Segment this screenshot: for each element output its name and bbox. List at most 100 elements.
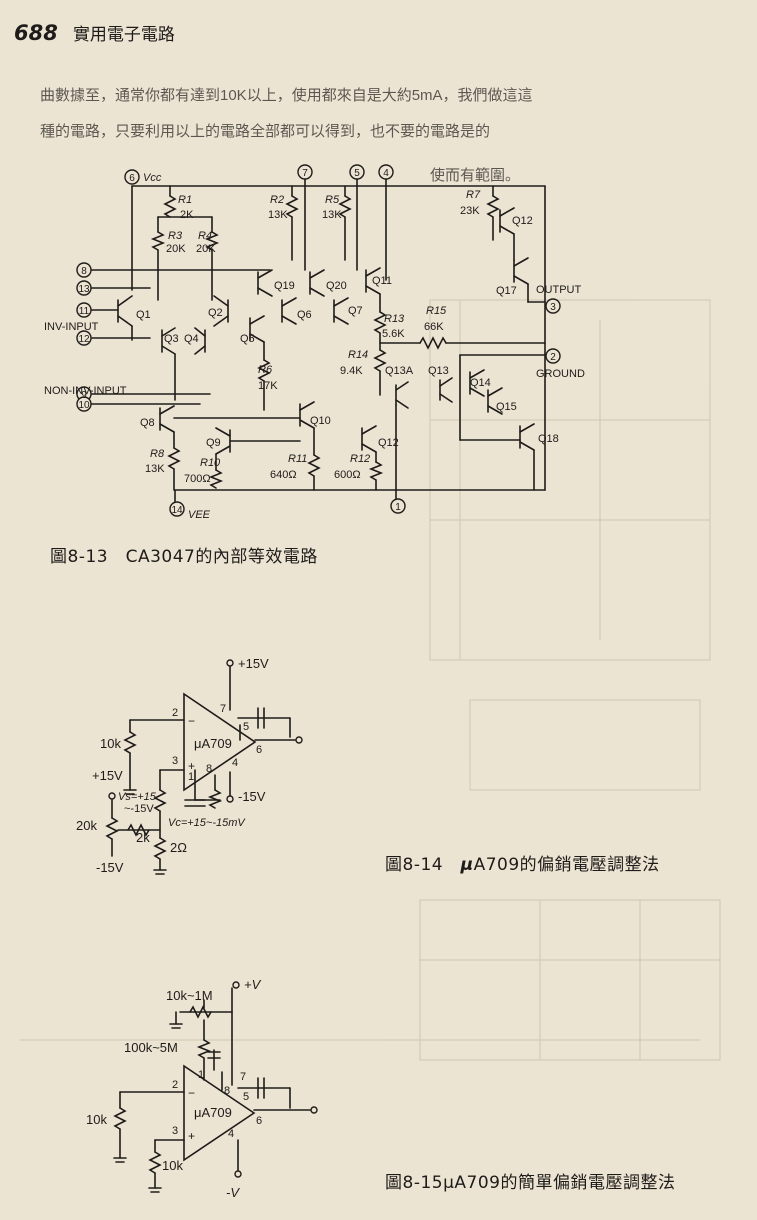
r2-value: 13K: [268, 209, 288, 221]
vplus-label: +V: [244, 977, 262, 992]
pin8-label: 8: [206, 763, 212, 775]
r8-value: 13K: [145, 463, 165, 475]
pin-7-label: 7: [302, 168, 308, 179]
r11-value: 640Ω: [270, 469, 297, 481]
q6-label: Q6: [297, 309, 312, 321]
r10-value: 700Ω: [184, 473, 211, 485]
q12-top-label: Q12: [512, 215, 533, 227]
r5-value: 13K: [322, 209, 342, 221]
r4-value: 20K: [196, 243, 216, 255]
vs-label: Vs=+15: [118, 791, 157, 803]
minus15-pin4-label: -15V: [238, 789, 266, 804]
r3-label: R3: [168, 230, 183, 242]
r7-value: 23K: [460, 205, 480, 217]
r2ohm-label: 2Ω: [170, 840, 187, 855]
r14-value: 9.4K: [340, 365, 363, 377]
pin-3-label: 3: [550, 302, 556, 313]
pin5-b-label: 5: [243, 1091, 249, 1103]
plus15-top-label: +15V: [238, 656, 269, 671]
q12-bottom-label: Q12: [378, 437, 399, 449]
inv-input-label: INV-INPUT: [44, 321, 99, 333]
figure-8-14-prefix: 圖8-14: [385, 855, 461, 875]
figure-8-14-caption: 圖8-14 μA709的偏銷電壓調整法: [385, 850, 660, 875]
pin-13-label: 13: [78, 284, 90, 295]
non-inv-input-label: NON-INV-INPUT: [44, 385, 127, 397]
r14-label: R14: [348, 349, 368, 361]
r10-label: R10: [200, 457, 221, 469]
page-header: 688 實用電子電路: [14, 20, 175, 45]
pin3-b-label: 3: [172, 1125, 178, 1137]
r12-value: 600Ω: [334, 469, 361, 481]
pin1-label: 1: [188, 771, 194, 783]
pin7-label: 7: [220, 703, 226, 715]
output-label: OUTPUT: [536, 284, 582, 296]
pin-5-label: 5: [354, 168, 360, 179]
r20k-label: 20k: [76, 818, 97, 833]
ua709-b-label: μA709: [194, 1105, 232, 1120]
r13-label: R13: [384, 313, 405, 325]
plus-sign-b: +: [188, 1129, 195, 1143]
q9-label: Q9: [206, 437, 221, 449]
r4-label: R4: [198, 230, 212, 242]
r7-label: R7: [466, 189, 481, 201]
q11-label: Q11: [372, 275, 392, 287]
pin7-b-label: 7: [240, 1071, 246, 1083]
q17-label: Q17: [496, 285, 517, 297]
pin6-label: 6: [256, 744, 262, 756]
plus-sign: +: [188, 759, 195, 773]
q19-label: Q19: [274, 280, 295, 292]
r11-label: R11: [288, 453, 307, 465]
pin4-label: 4: [232, 757, 238, 769]
pot-range-label: 10k~1M: [166, 988, 213, 1003]
r6-value: 17K: [258, 380, 278, 392]
q18-label: Q18: [538, 433, 559, 445]
pin-2-label: 2: [550, 352, 556, 363]
r10k-label: 10k: [100, 736, 121, 751]
q13-label: Q13: [428, 365, 449, 377]
q7-label: Q7: [348, 305, 363, 317]
q15-label: Q15: [496, 401, 517, 413]
pin-1-label: 1: [395, 502, 401, 513]
q2-label: Q2: [208, 307, 223, 319]
vminus-label: -V: [226, 1185, 240, 1200]
q20-label: Q20: [326, 280, 347, 292]
r1-label: R1: [178, 194, 192, 206]
q8-label: Q8: [140, 417, 155, 429]
pin8-b-label: 8: [224, 1085, 230, 1097]
r13-value: 5.6K: [382, 328, 405, 340]
q1-label: Q1: [136, 309, 151, 321]
plus15-pot-label: +15V: [92, 768, 123, 783]
r8-label: R8: [150, 448, 165, 460]
pin-12-label: 12: [78, 334, 90, 345]
pin-4-label: 4: [383, 168, 389, 179]
ground-label: GROUND: [536, 368, 585, 380]
figure-8-13-caption: 圖8-13 CA3047的內部等效電路: [50, 547, 318, 567]
pin2-b-label: 2: [172, 1079, 178, 1091]
figure-8-14-rest: A709的偏銷電壓調整法: [473, 855, 660, 875]
pin-6-label: 6: [129, 173, 135, 184]
r12-label: R12: [350, 453, 370, 465]
r6-label: R6: [258, 364, 273, 376]
r15-value: 66K: [424, 321, 444, 333]
pin5-label: 5: [243, 721, 249, 733]
minus-sign-b: −: [188, 1086, 195, 1100]
pin4-b-label: 4: [228, 1128, 234, 1140]
pin-11-label: 11: [79, 306, 90, 317]
r2k-label: 2k: [136, 830, 150, 845]
r5-label: R5: [325, 194, 340, 206]
q14-label: Q14: [470, 377, 491, 389]
pin1-b-label: 1: [198, 1069, 204, 1081]
vs-range-label: ~-15V: [124, 803, 154, 815]
ua709-label: μA709: [194, 736, 232, 751]
book-title: 實用電子電路: [72, 25, 175, 45]
pin-14-label: 14: [171, 505, 183, 516]
vc-label: Vc=+15~-15mV: [168, 817, 246, 829]
page-number: 688: [14, 21, 58, 45]
q10-label: Q10: [310, 415, 331, 427]
r-range-label: 100k~5M: [124, 1040, 178, 1055]
r2-label: R2: [270, 194, 284, 206]
